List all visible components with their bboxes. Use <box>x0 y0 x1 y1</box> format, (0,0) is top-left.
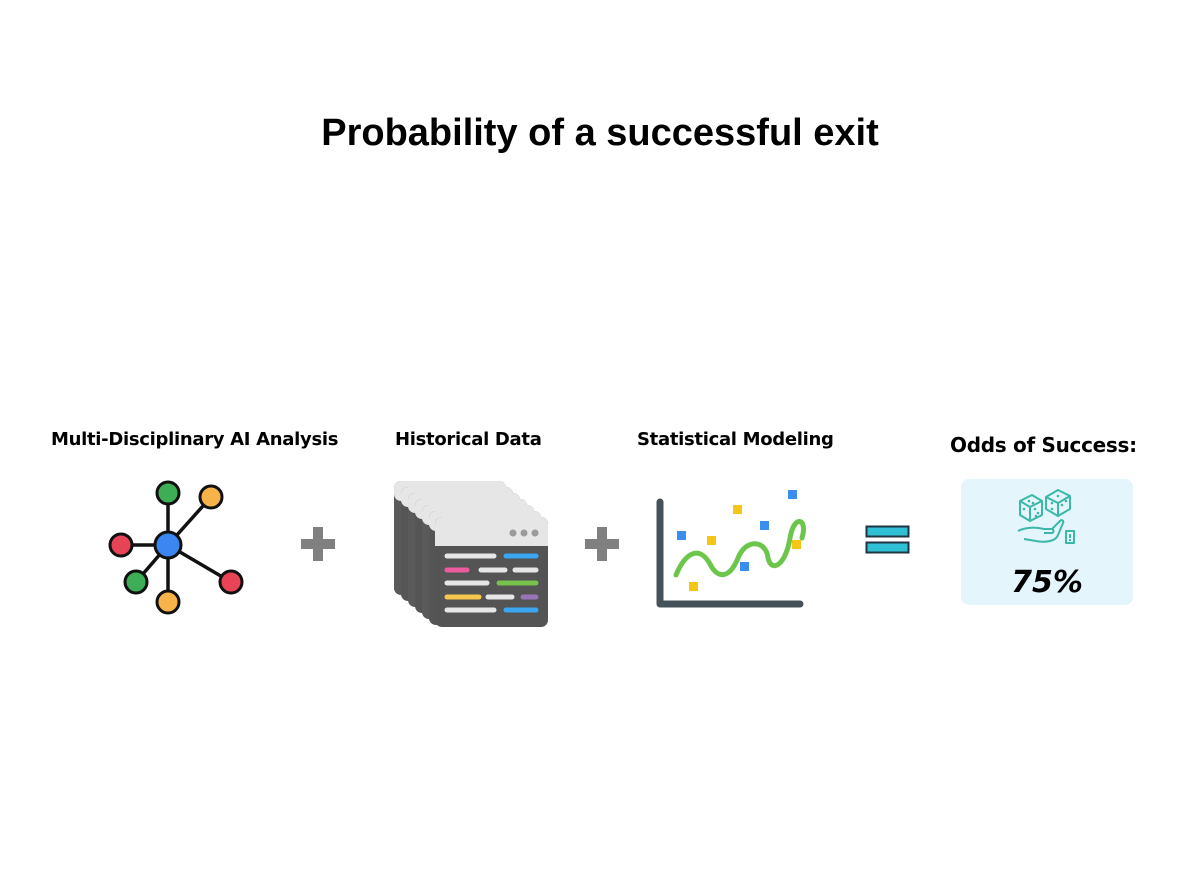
plus-operator-icon <box>301 527 335 561</box>
step-label-ai-analysis: Multi-Disciplinary AI Analysis <box>51 429 339 450</box>
scatter-trend-chart-icon <box>656 490 806 608</box>
page-title: Probability of a successful exit <box>321 112 879 154</box>
network-nodes-icon <box>108 480 244 615</box>
stacked-data-windows-icon <box>394 481 548 627</box>
result-card: 75% <box>961 479 1133 605</box>
result-label: Odds of Success: <box>950 433 1137 457</box>
success-percentage: 75% <box>1011 565 1083 600</box>
plus-operator-icon <box>585 527 619 561</box>
equals-operator-icon <box>865 525 910 554</box>
step-label-historical-data: Historical Data <box>395 429 542 450</box>
step-label-statistical-modeling: Statistical Modeling <box>637 429 834 450</box>
dice-hand-icon <box>1017 489 1075 544</box>
